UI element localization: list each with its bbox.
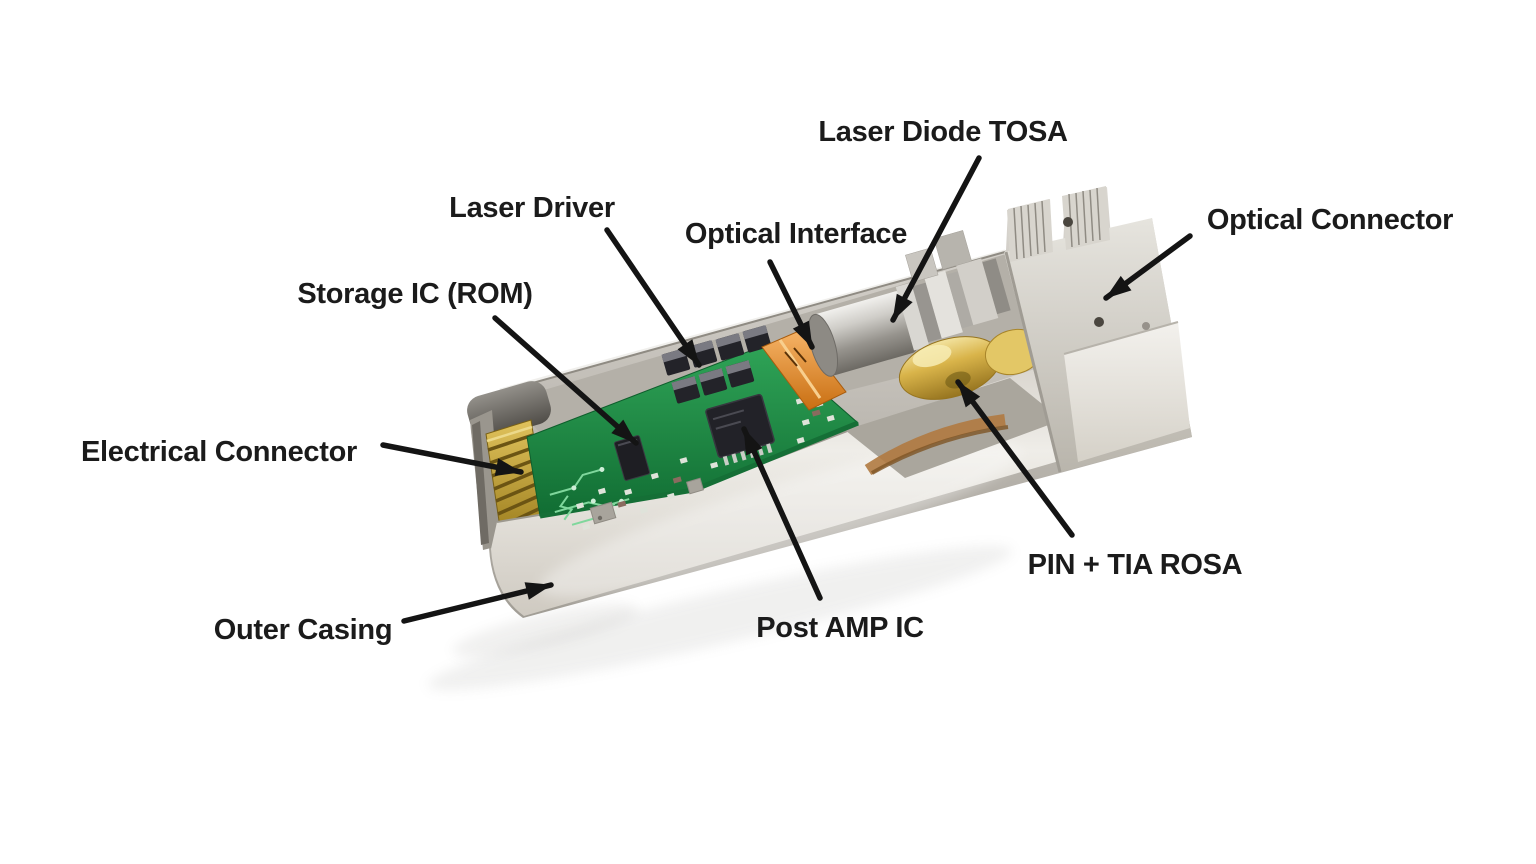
electrical-connector-label: Electrical Connector	[81, 436, 357, 468]
optical-interface-flex	[761, 330, 847, 411]
storage-ic-rom-arrow	[492, 315, 639, 446]
annotation-optical-interface: Optical Interface	[685, 218, 908, 350]
optical-connector-label: Optical Connector	[1207, 204, 1453, 236]
casing-step-tabs	[589, 477, 705, 525]
storage-ic-rom-label: Storage IC (ROM)	[297, 278, 532, 310]
pin-tia-rosa-label: PIN + TIA ROSA	[1028, 549, 1243, 581]
post-amp-ic-arrow	[741, 426, 823, 601]
annotation-electrical-connector: Electrical Connector	[81, 436, 524, 477]
optical-connector-block	[1004, 186, 1192, 473]
annotations-layer: Laser Diode TOSA Optical Connector Laser…	[81, 116, 1453, 646]
outer-casing-label: Outer Casing	[214, 614, 393, 646]
pcb-vias	[571, 466, 624, 504]
optical-interface-arrow	[767, 259, 815, 350]
laser-driver-arrow	[604, 227, 702, 368]
sfp-module	[427, 186, 1192, 691]
module-shadow-left	[452, 603, 638, 657]
laser-diode-tosa-label: Laser Diode TOSA	[818, 116, 1068, 148]
annotation-storage-ic-rom: Storage IC (ROM)	[297, 278, 639, 446]
module-shadow	[427, 545, 1013, 691]
post-amp-ic-label: Post AMP IC	[756, 612, 924, 644]
annotation-optical-connector: Optical Connector	[1103, 204, 1453, 301]
annotation-outer-casing: Outer Casing	[214, 582, 554, 646]
outer-casing-arrow	[401, 582, 554, 624]
laser-driver-label: Laser Driver	[449, 192, 615, 224]
laser-diode-tosa-arrow	[890, 155, 982, 323]
annotation-laser-driver: Laser Driver	[449, 192, 702, 368]
annotation-post-amp-ic: Post AMP IC	[741, 426, 924, 644]
optical-interface-label: Optical Interface	[685, 218, 907, 250]
annotation-pin-tia-rosa: PIN + TIA ROSA	[955, 379, 1243, 581]
annotation-laser-diode-tosa: Laser Diode TOSA	[818, 116, 1068, 323]
optical-connector-arrow	[1103, 233, 1193, 301]
casing-sheen	[539, 442, 1021, 598]
pin-tia-rosa-arrow	[955, 379, 1075, 538]
electrical-connector-arrow	[380, 442, 524, 477]
pcb-resistors	[617, 409, 821, 508]
